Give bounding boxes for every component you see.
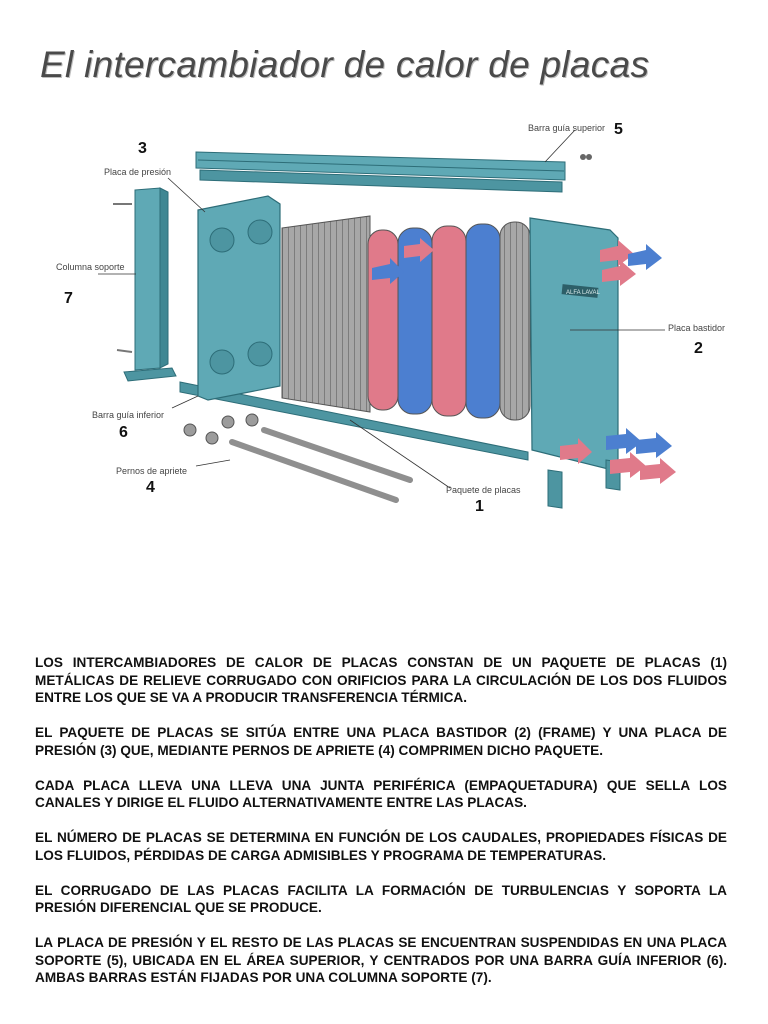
paragraph: CADA PLACA LLEVA UNA LLEVA UNA JUNTA PER… (35, 777, 727, 811)
label-barra-guia-inferior: Barra guía inferior (92, 410, 164, 420)
paragraph: LA PLACA DE PRESIÓN Y EL RESTO DE LAS PL… (35, 935, 727, 985)
paragraph: EL PAQUETE DE PLACAS SE SITÚA ENTRE UNA … (35, 725, 727, 758)
number-3: 3 (138, 140, 147, 157)
pernos-apriete-shape (183, 413, 413, 503)
paragraph: EL NÚMERO DE PLACAS SE DETERMINA EN FUNC… (35, 830, 727, 863)
columna-soporte-shape (113, 187, 177, 382)
number-6: 6 (119, 424, 128, 441)
heat-exchanger-diagram: ALFA LAVAL Barra guía superior Pla (56, 121, 725, 515)
number-5: 5 (614, 121, 623, 138)
placa-presion-shape (197, 195, 281, 401)
page-title: El intercambiador de calor de placas (40, 44, 650, 85)
flow-arrows (372, 238, 676, 484)
description-text: LOS INTERCAMBIADORES DE CALOR DE PLACAS … (35, 654, 727, 987)
label-columna-soporte: Columna soporte (56, 262, 125, 272)
paragraph: LOS INTERCAMBIADORES DE CALOR DE PLACAS … (35, 655, 727, 705)
number-7: 7 (64, 290, 73, 307)
paragraph: EL CORRUGADO DE LAS PLACAS FACILITA LA F… (35, 882, 727, 916)
leader-lines (98, 129, 665, 489)
frame-plate-tag: ALFA LAVAL (566, 290, 600, 296)
number-1: 1 (475, 498, 484, 515)
label-paquete-placas: Paquete de placas (446, 485, 521, 495)
number-2: 2 (694, 340, 703, 357)
placa-bastidor-shape: ALFA LAVAL (529, 217, 621, 509)
label-placa-presion: Placa de presión (104, 167, 171, 177)
barra-guia-superior-shape (195, 151, 592, 193)
label-barra-guia-superior: Barra guía superior (528, 123, 605, 133)
label-pernos-apriete: Pernos de apriete (116, 466, 187, 476)
barra-guia-inferior-shape (179, 381, 529, 461)
number-4: 4 (146, 479, 155, 496)
label-placa-bastidor: Placa bastidor (668, 323, 725, 333)
